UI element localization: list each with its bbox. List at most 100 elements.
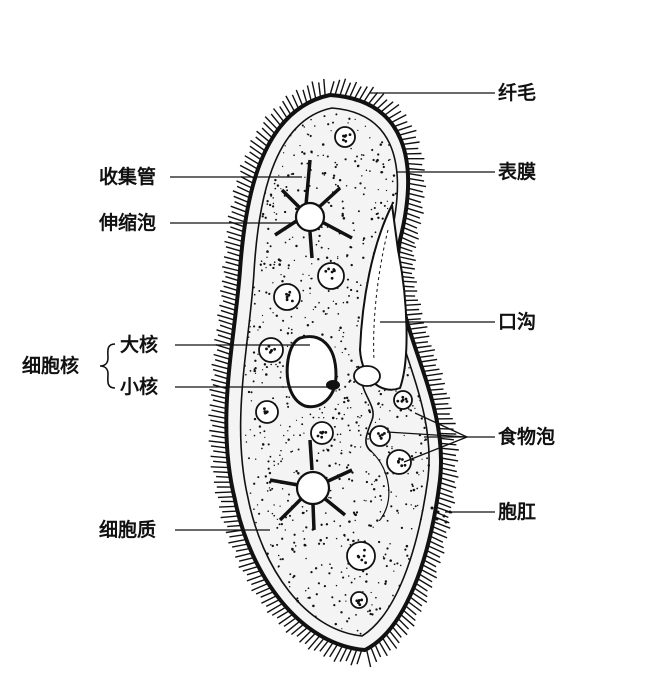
granule [263, 430, 265, 432]
cilium [330, 81, 334, 95]
granule [273, 203, 274, 204]
granule [340, 340, 342, 342]
cilium [227, 252, 241, 256]
cilium [399, 247, 413, 252]
granule [292, 237, 293, 238]
granule [257, 476, 259, 478]
granule [339, 329, 341, 331]
granule [421, 485, 423, 487]
granule [321, 333, 323, 335]
granule [314, 306, 316, 308]
granule [273, 461, 275, 463]
granule [288, 494, 290, 496]
granule [289, 586, 290, 587]
granule [338, 389, 340, 391]
granule [409, 409, 411, 411]
granule [262, 215, 264, 217]
granule [265, 217, 267, 219]
granule [336, 418, 337, 419]
granule [321, 564, 323, 566]
granule [337, 434, 339, 436]
granule [270, 544, 271, 545]
granule [253, 325, 255, 327]
granule [312, 321, 314, 323]
granule [413, 459, 414, 460]
cilium [239, 562, 256, 567]
cilium [212, 425, 226, 428]
granule [318, 582, 320, 584]
granule [339, 464, 341, 466]
granule [262, 213, 263, 214]
label-oral-groove: 口沟 [498, 311, 536, 333]
granule [356, 290, 358, 292]
granule [358, 316, 360, 318]
granule [408, 367, 410, 369]
cilium [243, 566, 259, 571]
granule [266, 200, 268, 202]
granule [330, 497, 332, 499]
granule [376, 159, 379, 162]
cilium [219, 305, 236, 310]
granule [389, 159, 390, 160]
granule [318, 302, 320, 304]
granule [426, 457, 428, 459]
granule [378, 475, 380, 477]
cilium [439, 488, 453, 493]
granule [254, 418, 256, 420]
granule [353, 381, 355, 383]
granule [316, 593, 318, 595]
cilium [216, 477, 230, 478]
granule [323, 543, 325, 545]
cilium [438, 492, 453, 497]
granule [282, 166, 283, 167]
granule [340, 452, 342, 454]
forming-food-vacuole [354, 366, 380, 386]
label-collecting-canal: 收集管 [99, 166, 156, 188]
granule [270, 456, 272, 458]
granule [385, 553, 387, 555]
granule [383, 166, 385, 168]
cilium [425, 373, 443, 376]
granule [378, 582, 380, 584]
granule [409, 559, 411, 561]
granule [391, 446, 392, 447]
granule [408, 558, 410, 560]
granule [358, 539, 360, 541]
granule [261, 499, 263, 501]
cilium [235, 553, 252, 557]
granule [250, 429, 251, 430]
granule [279, 454, 281, 456]
granule [301, 423, 303, 425]
cilium [251, 140, 266, 151]
cilium [212, 364, 230, 369]
cilium [308, 635, 320, 649]
granule [272, 267, 274, 269]
granule [302, 274, 303, 275]
granule [257, 329, 258, 330]
granule [296, 597, 298, 599]
granule [265, 291, 267, 293]
granule [347, 373, 349, 375]
granule [305, 317, 306, 318]
granule [266, 366, 268, 368]
granule [358, 210, 360, 212]
granule [354, 520, 355, 521]
cilium [213, 472, 229, 473]
cilium [394, 122, 407, 127]
granule [318, 417, 319, 418]
granule [321, 412, 323, 414]
granule [280, 274, 281, 275]
granule [360, 284, 362, 286]
granule [347, 279, 349, 281]
granule [294, 260, 295, 261]
cilium [406, 208, 424, 213]
granule [261, 270, 262, 271]
granule [392, 194, 395, 197]
granule [344, 386, 346, 388]
granule [347, 399, 350, 402]
granule [291, 548, 294, 551]
granule [245, 374, 247, 376]
granule [361, 393, 362, 394]
granule [338, 404, 339, 405]
cilium [237, 186, 251, 193]
